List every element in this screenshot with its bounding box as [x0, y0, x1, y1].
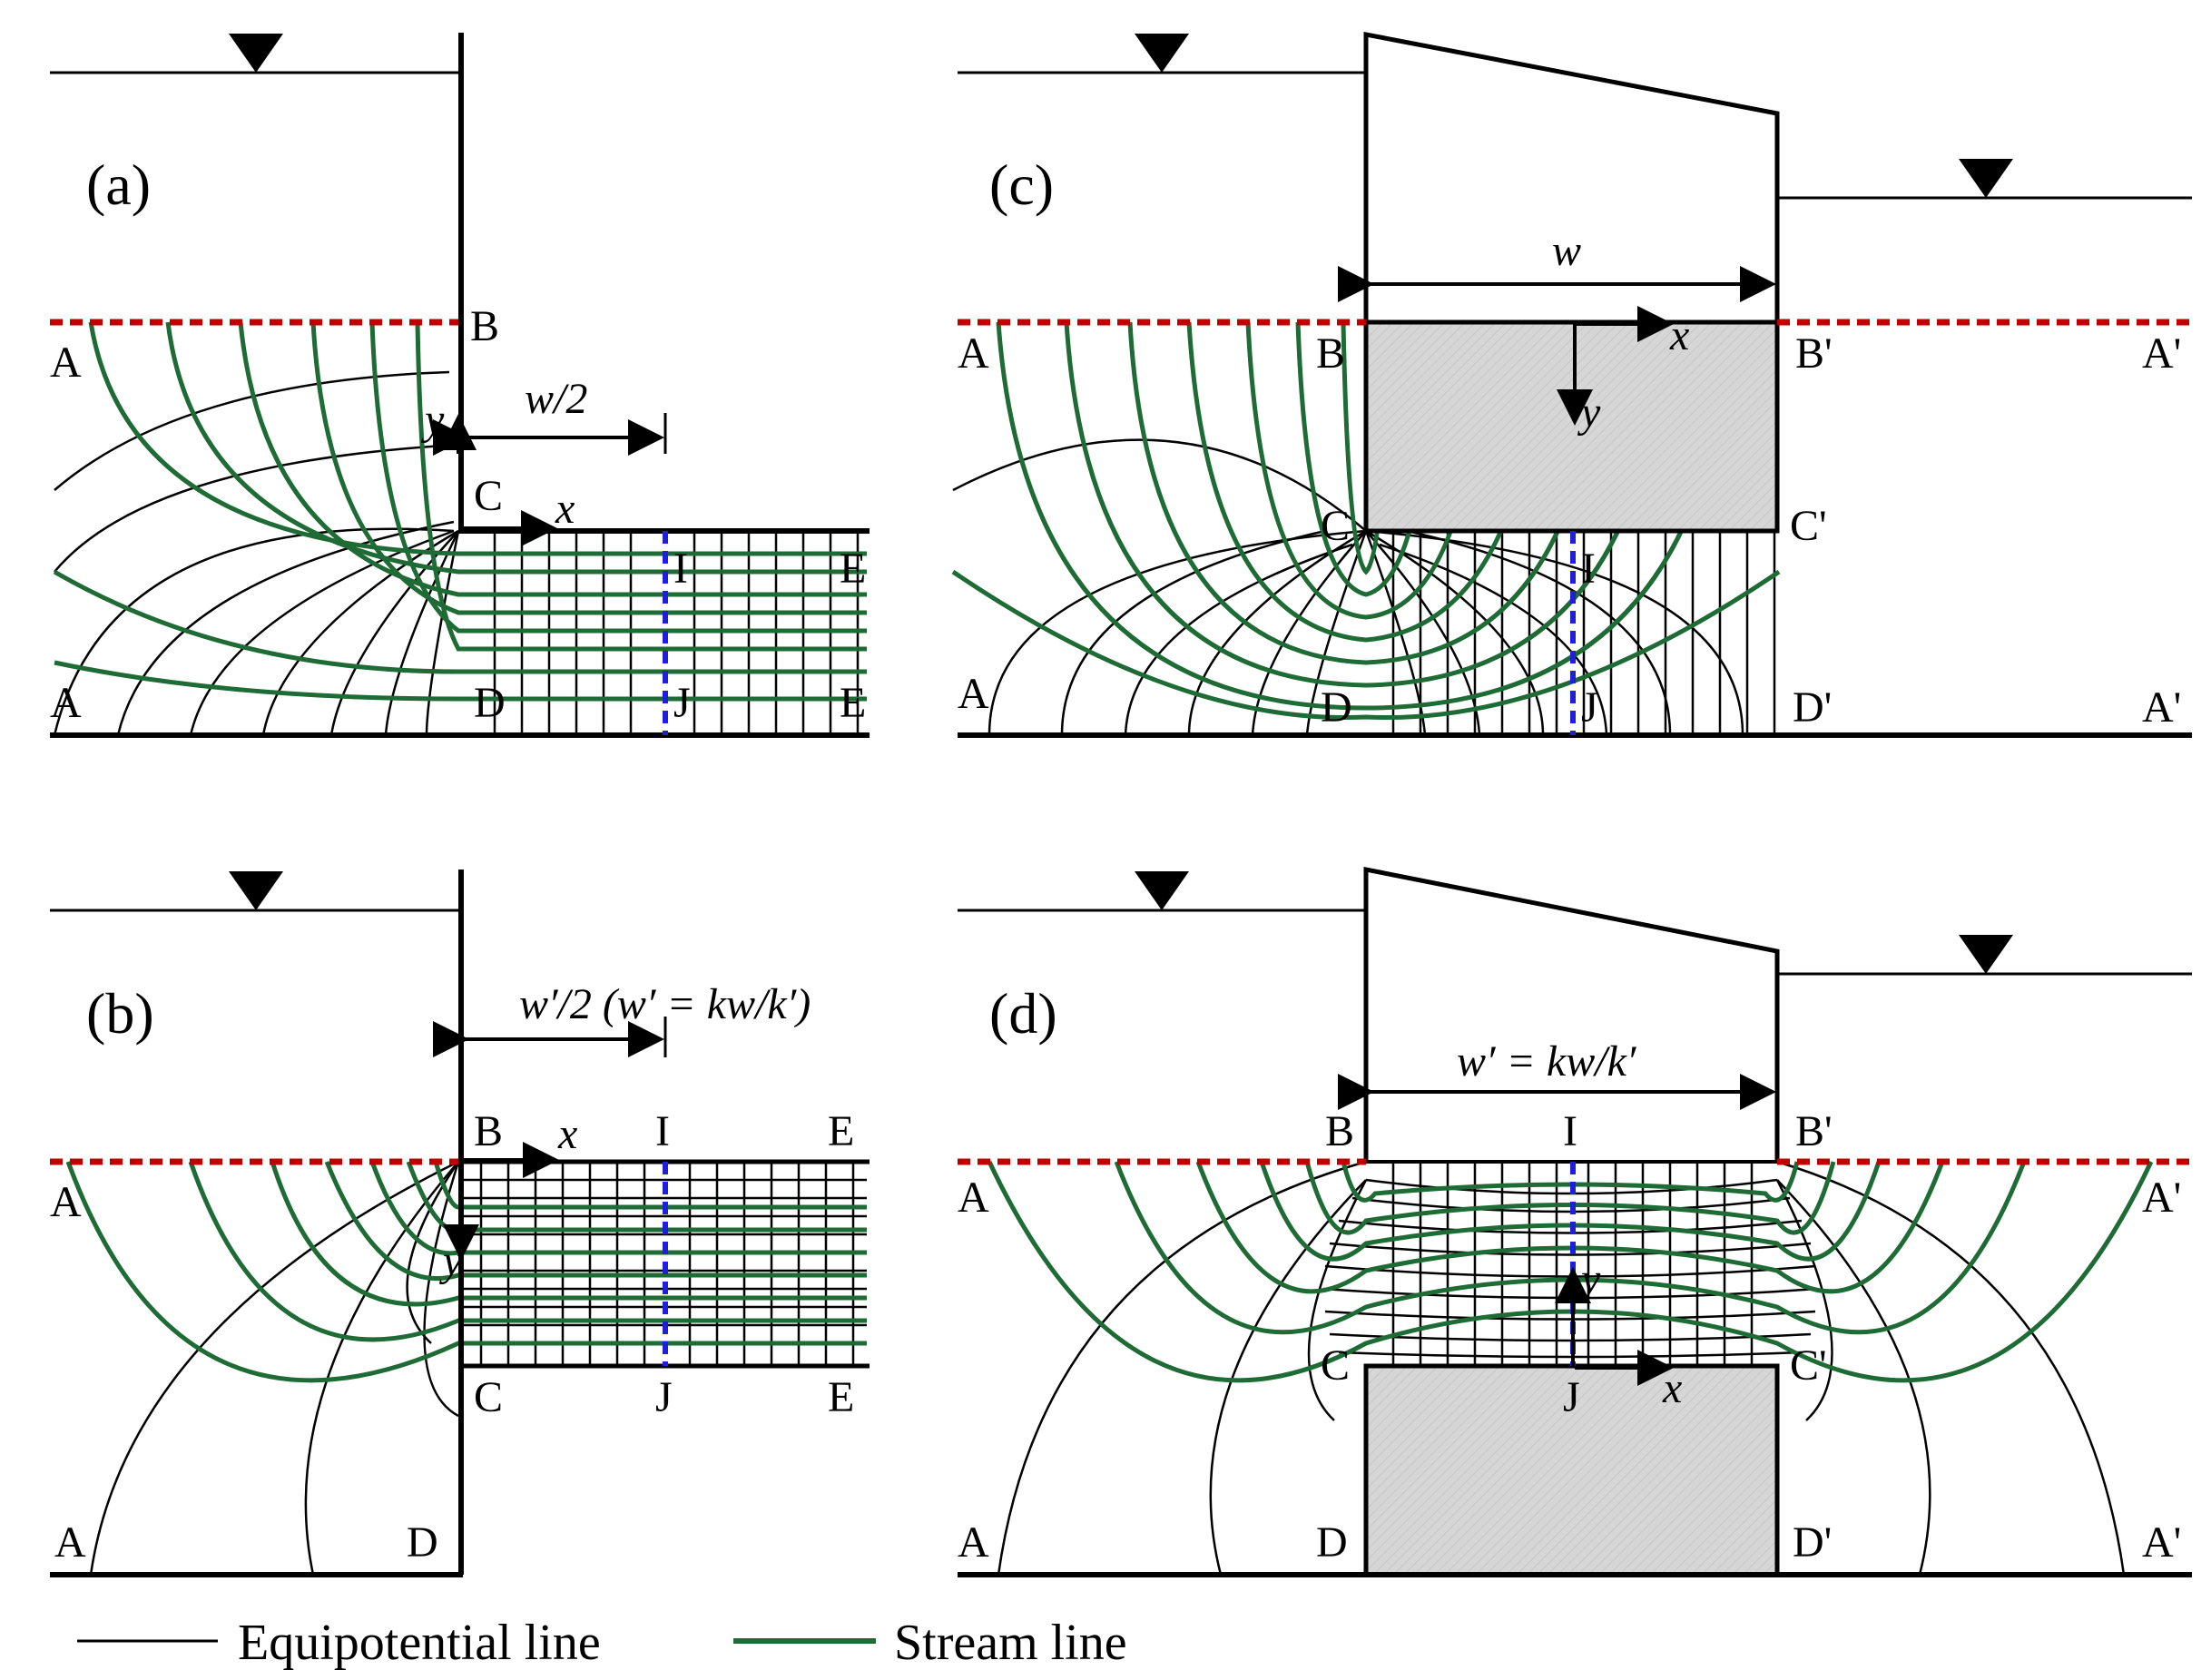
- panel-b: (b) w′/2 (w′ = kw/k′) x y B I E A C J E …: [50, 869, 870, 1577]
- panel-c-point-C2: C': [1790, 502, 1827, 550]
- panel-c: (c) w x y A B B' A' C I C' A D J D' A': [951, 31, 2192, 738]
- panel-b-dim-label: w′/2 (w′ = kw/k′): [519, 980, 811, 1028]
- panel-a-point-J: J: [673, 679, 691, 727]
- panel-b-point-C: C: [474, 1373, 503, 1421]
- panel-a-point-E1: E: [840, 545, 866, 593]
- panel-b-point-A2: A: [54, 1518, 86, 1567]
- panel-c-point-J: J: [1581, 683, 1598, 732]
- panel-c-dam-outline: [1363, 31, 1780, 322]
- panel-c-dim-label: w: [1552, 227, 1581, 275]
- panel-d-point-J: J: [1563, 1373, 1580, 1421]
- panel-d-point-A1r: A': [2142, 1174, 2181, 1222]
- panel-c-x-label: x: [1669, 311, 1689, 359]
- panel-d-point-A2r: A': [2142, 1518, 2181, 1567]
- panel-d-point-I: I: [1563, 1107, 1577, 1155]
- panel-a-stream-lines: [53, 321, 867, 702]
- panel-d-x-label: x: [1662, 1364, 1682, 1412]
- panel-c-point-C: C: [1321, 502, 1350, 550]
- panel-c-point-A2r: A': [2142, 683, 2181, 732]
- panel-a-x-label: x: [555, 485, 575, 533]
- panel-c-point-B: B: [1316, 329, 1345, 378]
- panel-a-water-marker: [229, 34, 283, 73]
- panel-b-point-I: I: [655, 1107, 670, 1155]
- panel-d-point-D: D: [1316, 1518, 1348, 1567]
- panel-a: (a) w/2 y x A B C I E A D J E: [50, 33, 870, 738]
- panel-b-label: (b): [86, 981, 154, 1046]
- legend-equipotential-label: Equipotential line: [238, 1615, 601, 1671]
- legend-stream-label: Stream line: [894, 1615, 1127, 1671]
- panel-b-point-E2: E: [828, 1373, 854, 1421]
- panel-a-point-E2: E: [840, 679, 866, 727]
- panel-b-x-label: x: [557, 1110, 577, 1158]
- panel-d: (d) w′ = kw/k′ x y B I B' A A' C J C' A …: [958, 866, 2192, 1577]
- panel-c-point-A1r: A': [2142, 329, 2181, 378]
- panel-a-point-I: I: [673, 545, 688, 593]
- panel-b-y-label: y: [438, 1237, 463, 1285]
- panel-b-point-B: B: [474, 1107, 503, 1155]
- panel-a-point-C: C: [474, 472, 503, 520]
- panel-d-point-C: C: [1321, 1341, 1350, 1390]
- panel-c-point-D: D: [1321, 683, 1352, 732]
- panel-d-impervious-block: [1363, 1363, 1780, 1577]
- panel-c-label: (c): [989, 152, 1054, 217]
- panel-d-point-C2: C': [1790, 1341, 1827, 1390]
- panel-d-y-label: y: [1577, 1255, 1601, 1303]
- panel-d-point-D2: D': [1793, 1518, 1832, 1567]
- panel-d-point-A2: A: [958, 1518, 989, 1567]
- panel-c-point-D2: D': [1793, 683, 1832, 732]
- panel-c-point-I: I: [1581, 545, 1596, 593]
- panel-b-point-J: J: [655, 1373, 673, 1421]
- panel-c-impervious-block: [1363, 319, 1780, 534]
- panel-b-point-E1: E: [828, 1107, 854, 1155]
- panel-a-point-A2: A: [50, 679, 82, 727]
- panel-a-y-label: y: [420, 396, 445, 444]
- panel-c-point-A1: A: [958, 329, 989, 378]
- panel-a-point-A1: A: [50, 339, 82, 387]
- panel-d-water-marker-left: [1135, 871, 1189, 910]
- panel-a-label: (a): [86, 152, 151, 217]
- panel-b-point-D: D: [407, 1518, 438, 1567]
- panel-a-point-D: D: [474, 679, 506, 727]
- panel-b-water-marker: [229, 871, 283, 910]
- panel-c-water-marker-right: [1959, 159, 2013, 198]
- panel-d-label: (d): [989, 981, 1057, 1046]
- panel-c-point-B2: B': [1795, 329, 1833, 378]
- panel-c-point-A2: A: [958, 670, 989, 718]
- legend: Equipotential line Stream line: [77, 1615, 1127, 1671]
- panel-d-water-marker-right: [1959, 935, 2013, 974]
- panel-d-point-B2: B': [1795, 1107, 1833, 1155]
- panel-a-point-B: B: [470, 302, 499, 350]
- panel-a-dim-label: w/2: [525, 375, 587, 423]
- panel-c-y-label: y: [1577, 388, 1601, 437]
- panel-d-dim-label: w′ = kw/k′: [1457, 1037, 1637, 1086]
- panel-c-water-marker-left: [1135, 34, 1189, 73]
- panel-d-point-A1: A: [958, 1174, 989, 1222]
- panel-d-point-B: B: [1325, 1107, 1354, 1155]
- panel-b-point-A1: A: [50, 1178, 82, 1226]
